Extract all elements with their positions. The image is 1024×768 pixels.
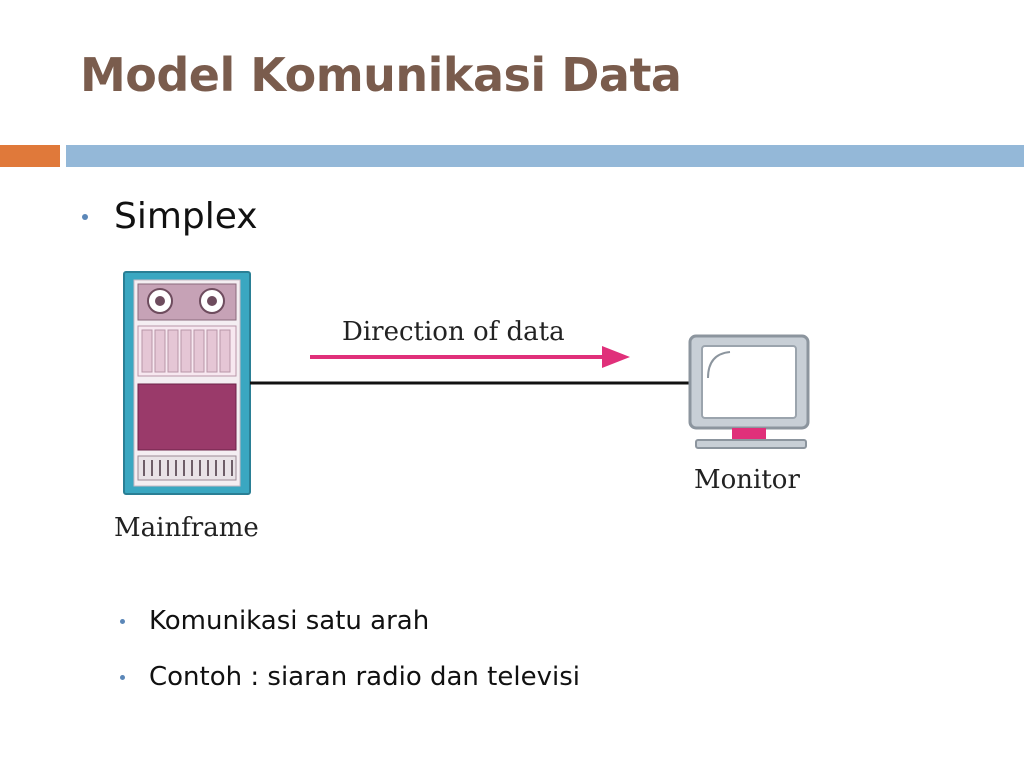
sub-bullet-list: Komunikasi satu arah Contoh : siaran rad…	[120, 602, 580, 714]
direction-arrow	[310, 346, 630, 368]
monitor-icon	[688, 334, 810, 449]
sub-bullet-dot	[120, 618, 125, 624]
mainframe-icon	[123, 271, 251, 495]
bullet-simplex: Simplex	[82, 196, 258, 237]
title-accent-blue-bar	[66, 145, 1024, 167]
bullet-dot	[82, 213, 88, 220]
sub-bullet-dot	[120, 674, 125, 680]
slide-title: Model Komunikasi Data	[80, 48, 682, 102]
simplex-diagram: Direction of data Mainframe Monitor	[114, 271, 810, 543]
sub-bullet-text: Contoh : siaran radio dan televisi	[149, 662, 580, 692]
monitor-label: Monitor	[694, 465, 800, 495]
title-accent-orange-bar	[0, 145, 60, 167]
bullet-simplex-text: Simplex	[114, 196, 258, 237]
sub-bullet-item: Komunikasi satu arah	[120, 602, 580, 640]
arrow-label: Direction of data	[342, 317, 565, 347]
mainframe-label: Mainframe	[114, 513, 259, 543]
sub-bullet-item: Contoh : siaran radio dan televisi	[120, 658, 580, 696]
sub-bullet-text: Komunikasi satu arah	[149, 606, 430, 636]
